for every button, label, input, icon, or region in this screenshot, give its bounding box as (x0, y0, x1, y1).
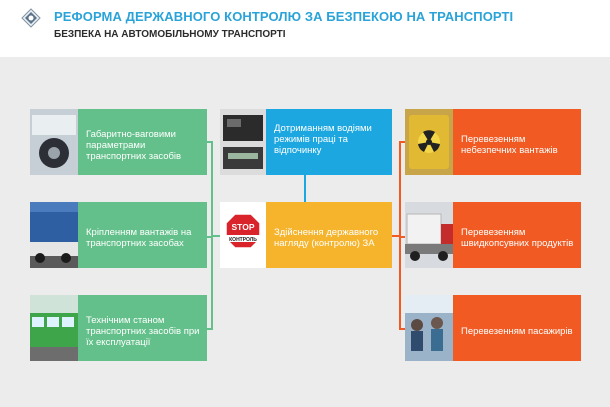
card-center-top: Дотриманням водіями режимів праці та від… (220, 109, 392, 175)
diagram-canvas: Габаритно-ваговими параметрами транспорт… (0, 57, 610, 407)
header: РЕФОРМА ДЕРЖАВНОГО КОНТРОЛЮ ЗА БЕЗПЕКОЮ … (0, 0, 610, 57)
connector-center-to-right (392, 235, 399, 237)
tachograph-photo (220, 109, 266, 175)
logo-icon (21, 8, 41, 28)
refrigerated-truck-photo (405, 202, 453, 268)
connector-center-vertical (304, 175, 306, 202)
connector-left-vertical (211, 141, 213, 330)
card-left-1: Габаритно-ваговими параметрами транспорт… (30, 109, 207, 175)
connector-right-3 (399, 328, 405, 330)
connector-right-1 (399, 141, 405, 143)
connector-left-3 (207, 328, 213, 330)
connector-left-to-center (213, 235, 220, 237)
card-right-1: Перевезенням небезпечних вантажів (405, 109, 581, 175)
card-left-3: Технічним станом транспортних засобів пр… (30, 295, 207, 361)
stop-sign-caption: КОНТРОЛЬ (229, 237, 257, 243)
card-left-2: Кріпленням вантажів на транспортних засо… (30, 202, 207, 268)
card-left-3-text: Технічним станом транспортних засобів пр… (78, 295, 207, 361)
connector-left-2 (207, 236, 213, 238)
page-subtitle: БЕЗПЕКА НА АВТОМОБІЛЬНОМУ ТРАНСПОРТІ (54, 29, 286, 40)
connector-left-1 (207, 141, 213, 143)
truck-wheel-photo (30, 109, 78, 175)
card-right-1-text: Перевезенням небезпечних вантажів (453, 109, 581, 175)
radiation-barrel-photo (405, 109, 453, 175)
card-center-main: STOP КОНТРОЛЬ Здійснення державного нагл… (220, 202, 392, 268)
connector-right-vertical (399, 141, 401, 330)
page-title: РЕФОРМА ДЕРЖАВНОГО КОНТРОЛЮ ЗА БЕЗПЕКОЮ … (54, 9, 514, 24)
stop-sign-icon: STOP КОНТРОЛЬ (220, 202, 266, 268)
truck-cargo-photo (30, 202, 78, 268)
card-right-3: Перевезенням пасажирів (405, 295, 581, 361)
stop-sign-text: STOP (232, 222, 255, 232)
card-center-top-text: Дотриманням водіями режимів праці та від… (266, 109, 392, 175)
card-right-2: Перевезенням швидкопсувних продуктів (405, 202, 581, 268)
bus-fleet-photo (30, 295, 78, 361)
card-right-2-text: Перевезенням швидкопсувних продуктів (453, 202, 581, 268)
bus-passengers-photo (405, 295, 453, 361)
connector-right-2 (399, 236, 405, 238)
card-right-3-text: Перевезенням пасажирів (453, 295, 581, 361)
card-left-1-text: Габаритно-ваговими параметрами транспорт… (78, 109, 207, 175)
card-left-2-text: Кріпленням вантажів на транспортних засо… (78, 202, 207, 268)
card-center-main-text: Здійснення державного нагляду (контролю)… (266, 202, 392, 268)
